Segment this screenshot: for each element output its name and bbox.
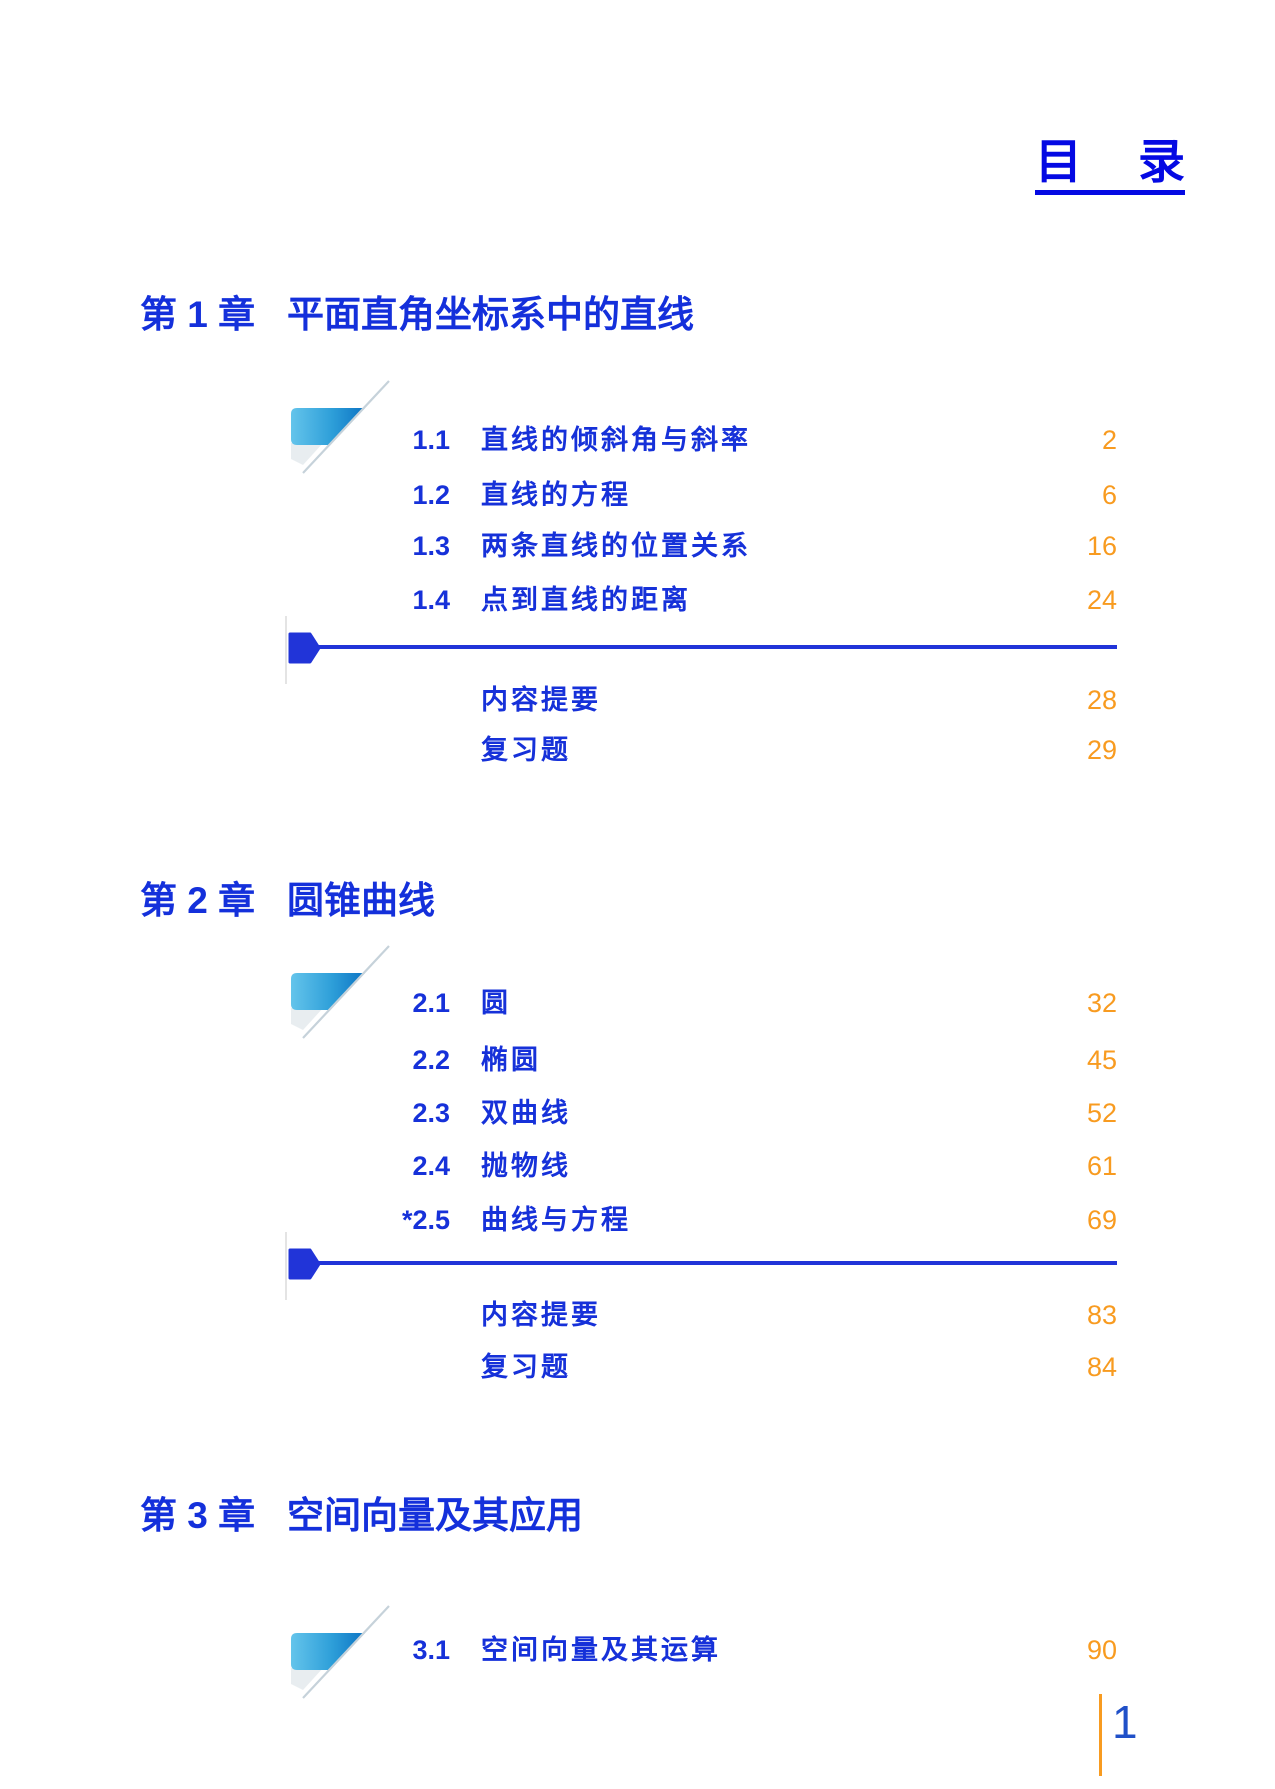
swoosh-decoration-icon (287, 1600, 402, 1700)
chapter-number: 第 3 章 (140, 1495, 256, 1536)
toc-entry-title: 空间向量及其运算 (481, 1635, 721, 1665)
toc-entry-number: *2.5 (401, 1205, 450, 1235)
toc-entry-number: 2.4 (412, 1151, 450, 1181)
toc-entry-number: 3.1 (412, 1635, 450, 1665)
toc-entry-page-number: 61 (1086, 1151, 1117, 1181)
chapter-number: 第 1 章 (140, 294, 256, 335)
toc-entry: 1.1 直线的倾斜角与斜率 2 (340, 423, 1117, 457)
toc-entry-page-number: 2 (1101, 425, 1117, 455)
toc-entry-number: 1.4 (412, 585, 450, 615)
toc-extra-entry: 内容提要 28 (340, 683, 1117, 717)
toc-entry: 3.1 空间向量及其运算 90 (340, 1633, 1117, 1667)
toc-entry-title: 双曲线 (481, 1098, 571, 1128)
toc-entry-page-number: 52 (1086, 1098, 1117, 1128)
toc-entry-title: 复习题 (481, 735, 571, 765)
toc-entry-number: 2.1 (412, 988, 450, 1018)
toc-entry-title: 内容提要 (481, 1300, 601, 1330)
toc-entry: 2.3 双曲线 52 (340, 1096, 1117, 1130)
toc-entry-page-number: 90 (1086, 1635, 1117, 1665)
toc-entry-page-number: 69 (1086, 1205, 1117, 1235)
toc-extra-entry: 复习题 84 (340, 1350, 1117, 1384)
toc-extra-entry: 内容提要 83 (340, 1298, 1117, 1332)
toc-entry-page-number: 32 (1086, 988, 1117, 1018)
swoosh-decoration-icon (287, 940, 402, 1040)
toc-entry-title: 直线的倾斜角与斜率 (481, 425, 751, 455)
toc-entry: 1.3 两条直线的位置关系 16 (340, 529, 1117, 563)
chapter-heading: 第 3 章空间向量及其应用 (140, 1494, 583, 1538)
toc-entry: 2.2 椭圆 45 (340, 1043, 1117, 1077)
toc-entry-page-number: 29 (1086, 735, 1117, 765)
divider-rule (312, 645, 1117, 649)
toc-entry-title: 内容提要 (481, 685, 601, 715)
toc-entry-page-number: 28 (1086, 685, 1117, 715)
toc-entry-number: 2.3 (412, 1098, 450, 1128)
toc-entry-title: 圆 (481, 988, 511, 1018)
toc-entry: 1.4 点到直线的距离 24 (340, 583, 1117, 617)
chapter-heading: 第 2 章圆锥曲线 (140, 879, 435, 923)
toc-entry-page-number: 24 (1086, 585, 1117, 615)
toc-entry-title: 椭圆 (481, 1045, 541, 1075)
divider-edge-line (285, 1232, 287, 1300)
toc-entry-title: 点到直线的距离 (481, 585, 691, 615)
divider-edge-line (285, 616, 287, 684)
toc-entry-title: 复习题 (481, 1352, 571, 1382)
chapter-title: 平面直角坐标系中的直线 (287, 294, 694, 335)
page-title: 目 录 (1035, 136, 1185, 195)
toc-entry: 2.1 圆 32 (340, 986, 1117, 1020)
toc-entry-title: 两条直线的位置关系 (481, 531, 751, 561)
chapter-heading: 第 1 章平面直角坐标系中的直线 (140, 293, 694, 337)
chapter-title: 圆锥曲线 (287, 880, 435, 921)
toc-entry: 1.2 直线的方程 6 (340, 478, 1117, 512)
toc-entry-page-number: 16 (1086, 531, 1117, 561)
toc-entry-title: 抛物线 (481, 1151, 571, 1181)
chapter-title: 空间向量及其应用 (287, 1495, 583, 1536)
divider-rule (312, 1261, 1117, 1265)
toc-entry-page-number: 45 (1086, 1045, 1117, 1075)
toc-entry-number: 1.3 (412, 531, 450, 561)
toc-entry: *2.5 曲线与方程 69 (340, 1203, 1117, 1237)
toc-entry-page-number: 6 (1101, 480, 1117, 510)
toc-entry-number: 2.2 (412, 1045, 450, 1075)
toc-entry-title: 曲线与方程 (481, 1205, 631, 1235)
toc-entry-number: 1.1 (412, 425, 450, 455)
divider-arrow-icon (288, 632, 322, 664)
toc-extra-entry: 复习题 29 (340, 733, 1117, 767)
toc-entry: 2.4 抛物线 61 (340, 1149, 1117, 1183)
toc-entry-number: 1.2 (412, 480, 450, 510)
divider-arrow-icon (288, 1248, 322, 1280)
toc-entry-page-number: 83 (1086, 1300, 1117, 1330)
toc-entry-page-number: 84 (1086, 1352, 1117, 1382)
swoosh-decoration-icon (287, 375, 402, 475)
toc-entry-title: 直线的方程 (481, 480, 631, 510)
folio-divider-bar (1099, 1694, 1102, 1776)
chapter-number: 第 2 章 (140, 880, 256, 921)
folio-page-number: 1 (1112, 1696, 1138, 1748)
